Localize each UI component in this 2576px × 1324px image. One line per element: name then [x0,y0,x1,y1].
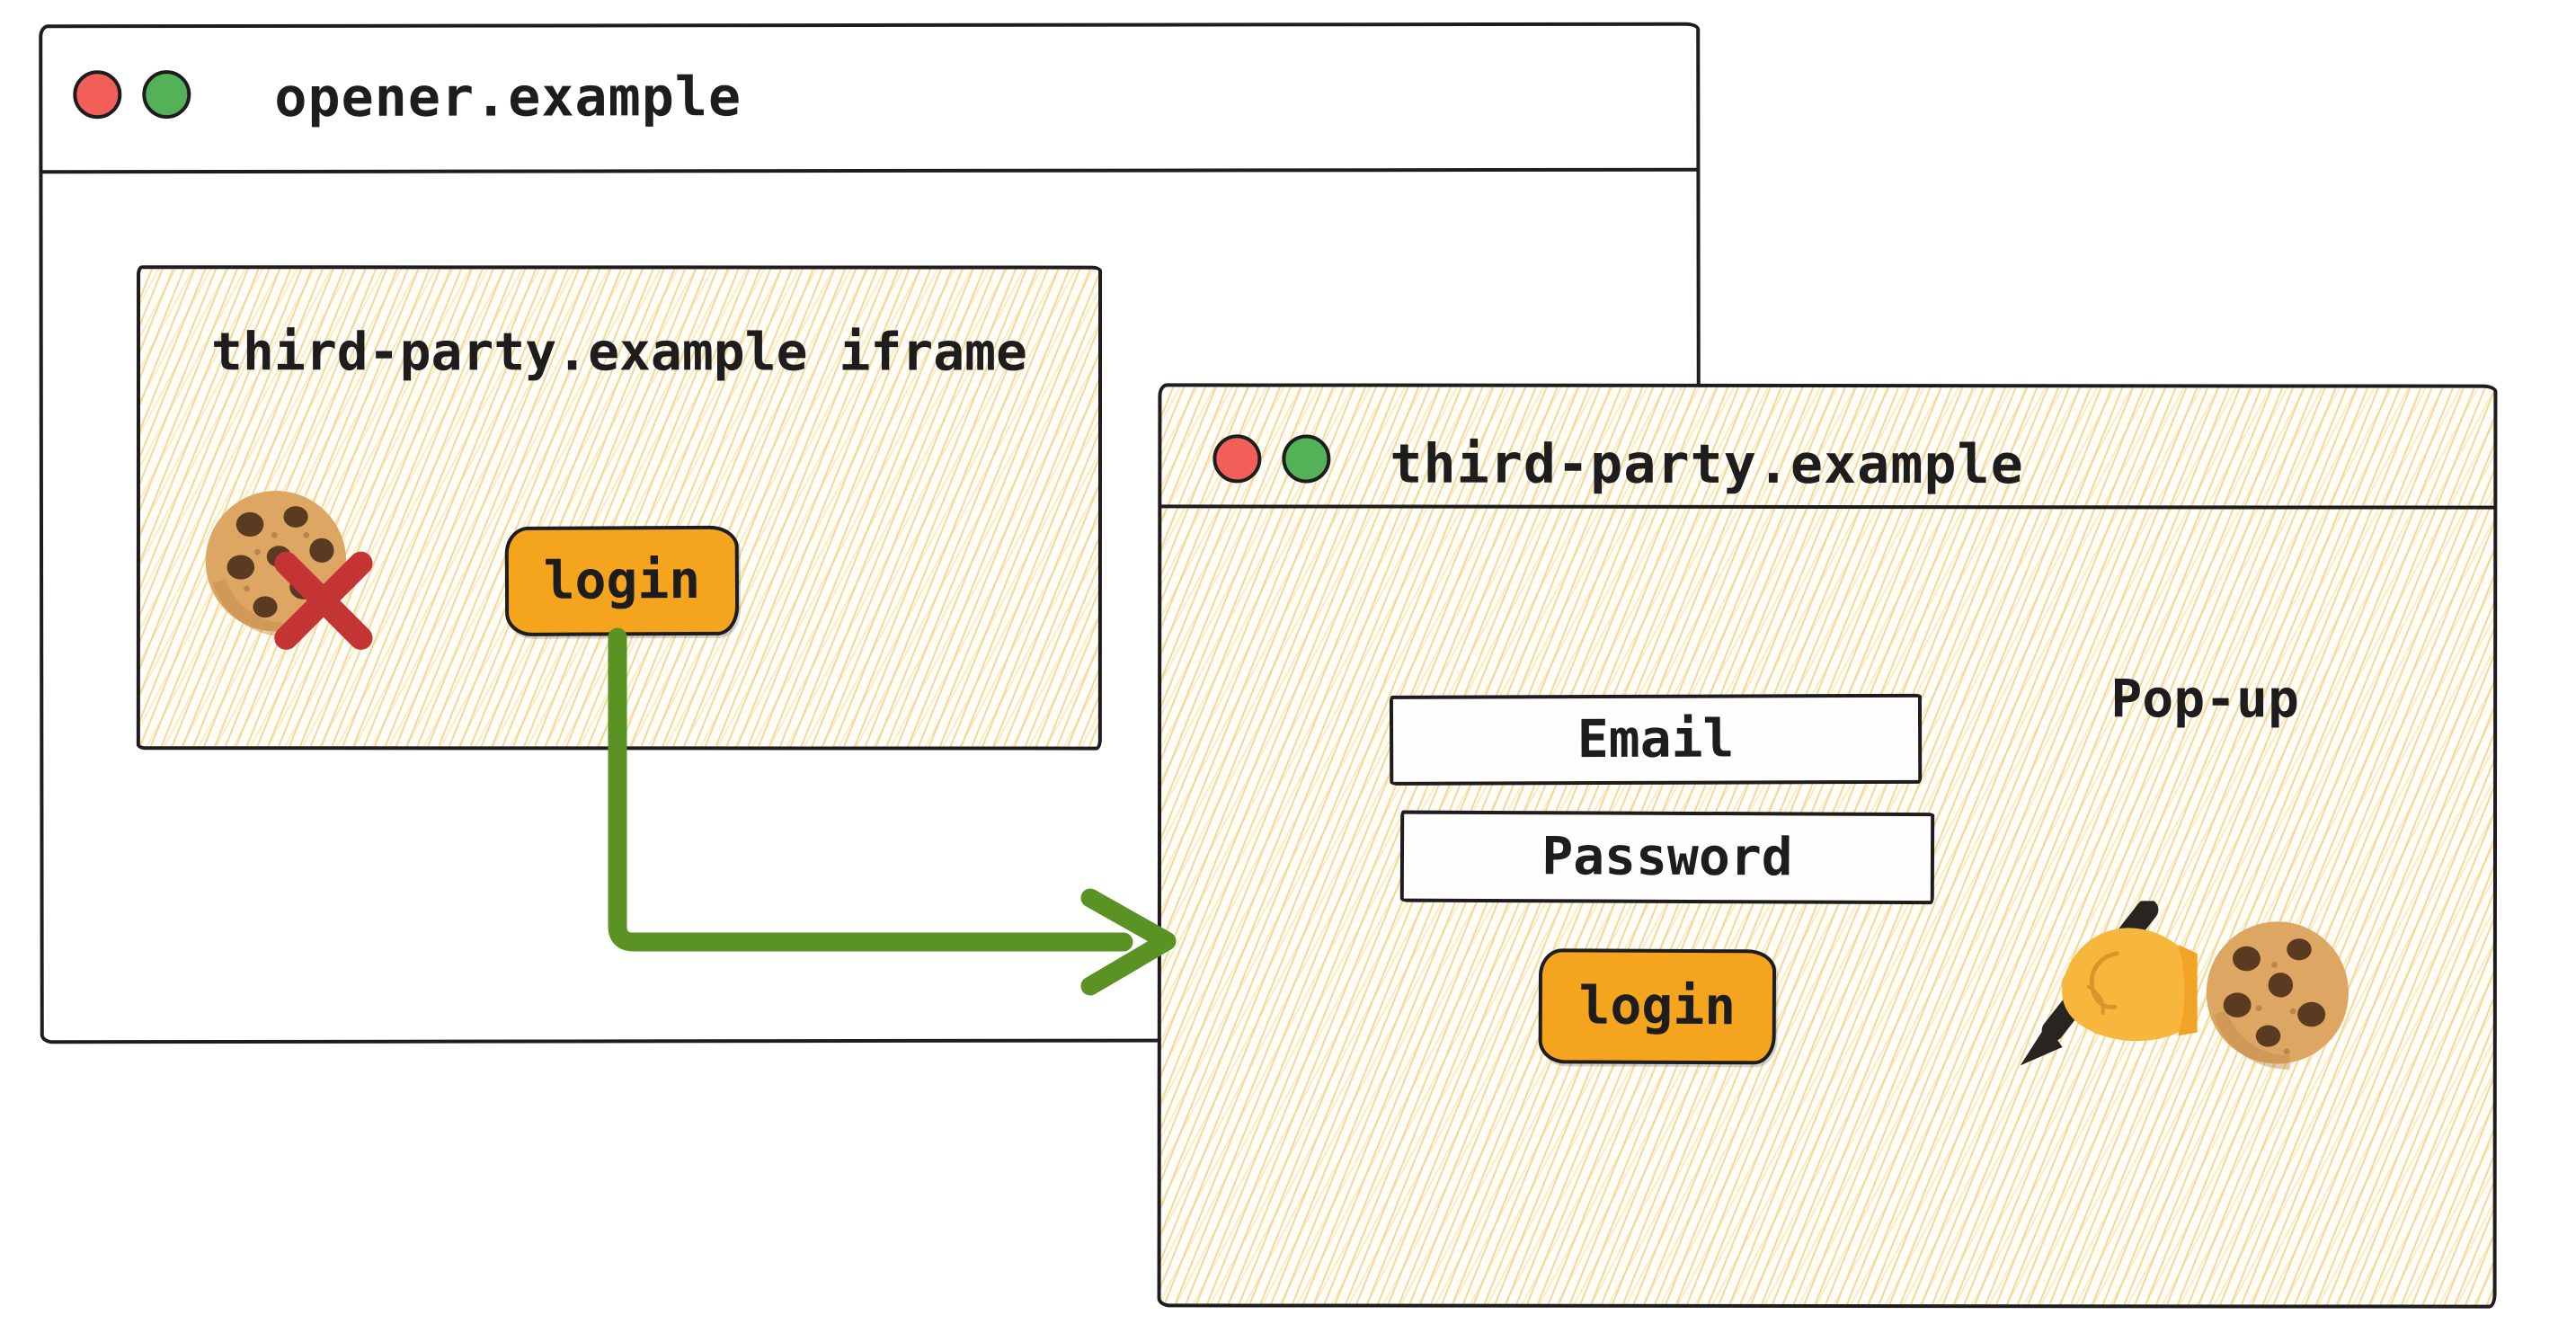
email-input[interactable]: Email [1389,693,1923,786]
green-dot-icon[interactable] [1282,434,1331,484]
password-input[interactable]: Password [1399,810,1935,905]
third-party-iframe: third-party.example iframe [136,265,1103,751]
opener-titlebar: opener.example [40,23,1699,174]
popup-window: third-party.example Email Password login… [1157,383,2498,1309]
opener-window: opener.example third-party.example ifram… [39,22,1701,1044]
writing-hand-icon [2013,901,2198,1071]
popup-window-title: third-party.example [1390,432,2024,497]
popup-titlebar: third-party.example [1159,385,2496,510]
cross-mark-icon [270,549,378,652]
red-dot-icon[interactable] [1212,434,1262,484]
popup-login-button[interactable]: login [1538,948,1777,1065]
cookie-icon [2200,915,2355,1070]
opener-window-title: opener.example [274,66,742,129]
iframe-login-button[interactable]: login [504,525,740,637]
green-dot-icon[interactable] [142,70,191,120]
popup-annotation: Pop-up [2110,668,2299,730]
iframe-label: third-party.example iframe [211,321,1027,383]
red-dot-icon[interactable] [73,70,122,120]
